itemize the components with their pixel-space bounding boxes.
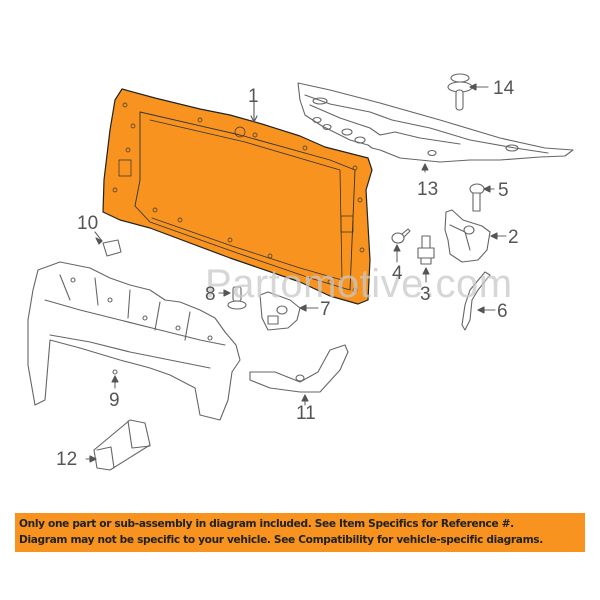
part-3-clip	[417, 235, 435, 283]
callout-11: 11	[296, 403, 316, 424]
callout-10: 10	[77, 213, 99, 234]
callout-9: 9	[109, 390, 120, 411]
part-14-push-clip	[447, 73, 489, 111]
callout-13: 13	[417, 179, 439, 200]
callout-12: 12	[56, 449, 78, 470]
callout-3: 3	[420, 284, 431, 305]
part-1-radiator-support-panel	[102, 88, 373, 305]
callout-8: 8	[205, 284, 216, 305]
disclaimer-line-2: Diagram may not be specific to your vehi…	[19, 534, 543, 546]
callout-5: 5	[498, 180, 509, 201]
part-8-bolt	[218, 286, 247, 310]
disclaimer-banner: Only one part or sub-assembly in diagram…	[15, 513, 585, 552]
part-2-bracket	[444, 209, 507, 263]
watermark: Partomotive.com	[205, 262, 513, 306]
part-11-brace	[249, 344, 349, 406]
part-13-upper-cover	[297, 82, 574, 173]
callout-4: 4	[392, 263, 403, 284]
part-10-nut	[94, 231, 122, 257]
callout-6: 6	[497, 301, 508, 322]
part-7-mount-bracket	[259, 291, 319, 331]
disclaimer-line-1: Only one part or sub-assembly in diagram…	[19, 518, 514, 530]
callout-7: 7	[320, 299, 331, 320]
callout-14: 14	[493, 78, 515, 99]
part-12-crush-box	[85, 419, 151, 471]
part-4-screw	[391, 228, 411, 263]
callout-2: 2	[508, 227, 519, 248]
callout-1: 1	[248, 86, 259, 107]
